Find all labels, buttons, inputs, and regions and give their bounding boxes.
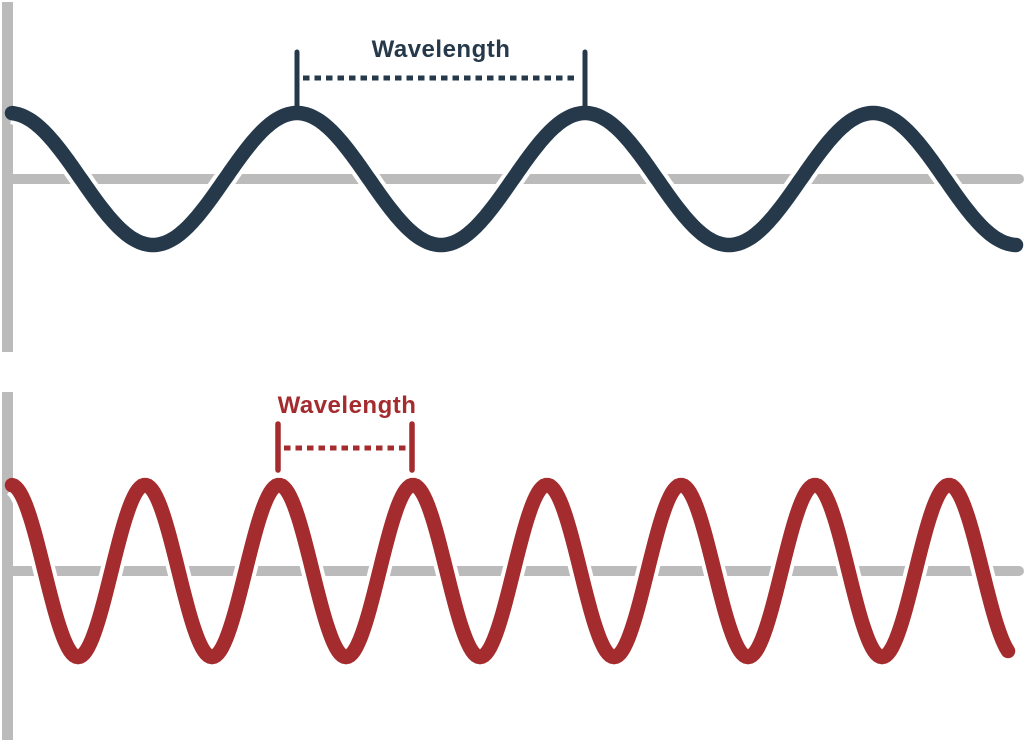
top-wave-curve [4, 105, 1024, 253]
bottom-wavelength-label: Wavelength [278, 392, 417, 419]
bottom-wave-panel: Wavelength [2, 392, 1024, 740]
top-wave-panel: Wavelength [2, 2, 1024, 352]
bottom-wave-curve [4, 477, 1016, 665]
top-wavelength-label: Wavelength [372, 36, 511, 63]
